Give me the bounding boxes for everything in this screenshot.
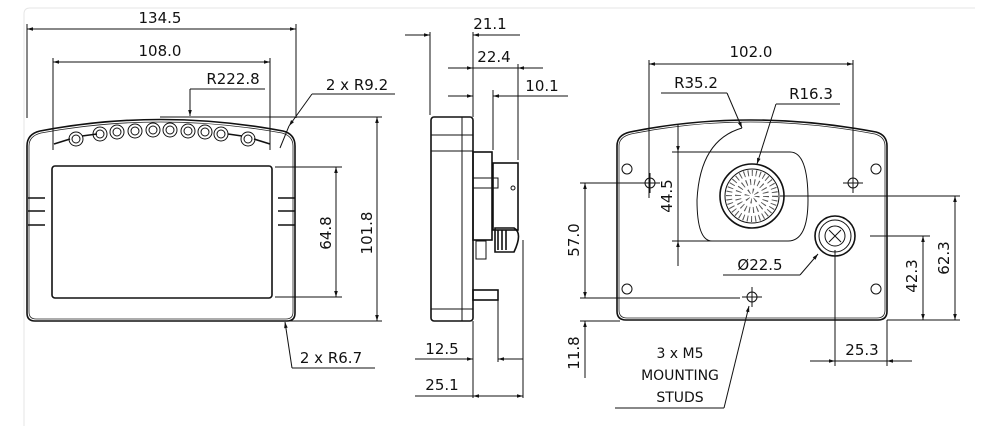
dim-connector-offset: 10.1	[525, 77, 558, 95]
dim-stud-length: 12.5	[425, 340, 458, 358]
dim-pocket-radius: R35.2	[674, 74, 718, 92]
connector-pocket	[696, 127, 809, 242]
dim-total-depth: 25.1	[425, 376, 458, 394]
front-view: 134.5 108.0 R222.8 2 x R9.2 64.8 101.8 2…	[26, 9, 395, 369]
side-stud	[472, 289, 499, 301]
dim-top-corner-radius: 2 x R9.2	[326, 76, 388, 94]
studs-note-line-3: STUDS	[656, 390, 703, 406]
display-screen	[51, 165, 273, 299]
dim-connector-radius: R16.3	[789, 85, 833, 103]
side-body	[430, 116, 474, 322]
screws	[621, 163, 882, 295]
shift-lights	[53, 122, 271, 147]
dim-stud-bottom-offset: 11.8	[565, 336, 583, 369]
dim-screen-height: 64.8	[317, 216, 335, 249]
dim-main-connector-height: 62.3	[935, 241, 953, 274]
front-body-outline	[26, 118, 296, 322]
studs-note-line-1: 3 x M5	[656, 346, 703, 362]
dim-stud-spacing-horizontal: 102.0	[730, 43, 773, 61]
dim-screen-width: 108.0	[139, 42, 182, 60]
dim-bottom-corner-radius: 2 x R6.7	[300, 349, 362, 367]
dim-top-radius: R222.8	[206, 70, 259, 88]
rear-body-outline	[616, 119, 888, 321]
sheet-border	[23, 7, 975, 426]
dim-connector-depth: 22.4	[477, 48, 510, 66]
side-main-connector	[492, 162, 519, 231]
dim-small-connector-height: 42.3	[903, 259, 921, 292]
side-grip-marks	[28, 197, 295, 226]
dim-stud-spacing-vertical: 57.0	[565, 223, 583, 256]
dim-body-depth: 21.1	[473, 15, 506, 33]
main-connector	[719, 163, 785, 229]
dim-small-connector-offset: 25.3	[845, 341, 878, 359]
side-small-connector	[494, 227, 520, 253]
dim-overall-height: 101.8	[358, 212, 376, 255]
studs-note-line-2: MOUNTING	[641, 368, 719, 384]
rear-view: 102.0 R35.2 R16.3 44.5 Ø22.5 42.3 62.3 2…	[615, 43, 960, 409]
dim-small-connector-diameter: Ø22.5	[737, 256, 782, 274]
side-view: 21.1 22.4 10.1 12.5 25.1 57.0 11.8	[405, 15, 740, 398]
side-connector-housing	[472, 151, 493, 241]
dim-overall-width: 134.5	[139, 9, 182, 27]
dim-pocket-height: 44.5	[658, 179, 676, 212]
